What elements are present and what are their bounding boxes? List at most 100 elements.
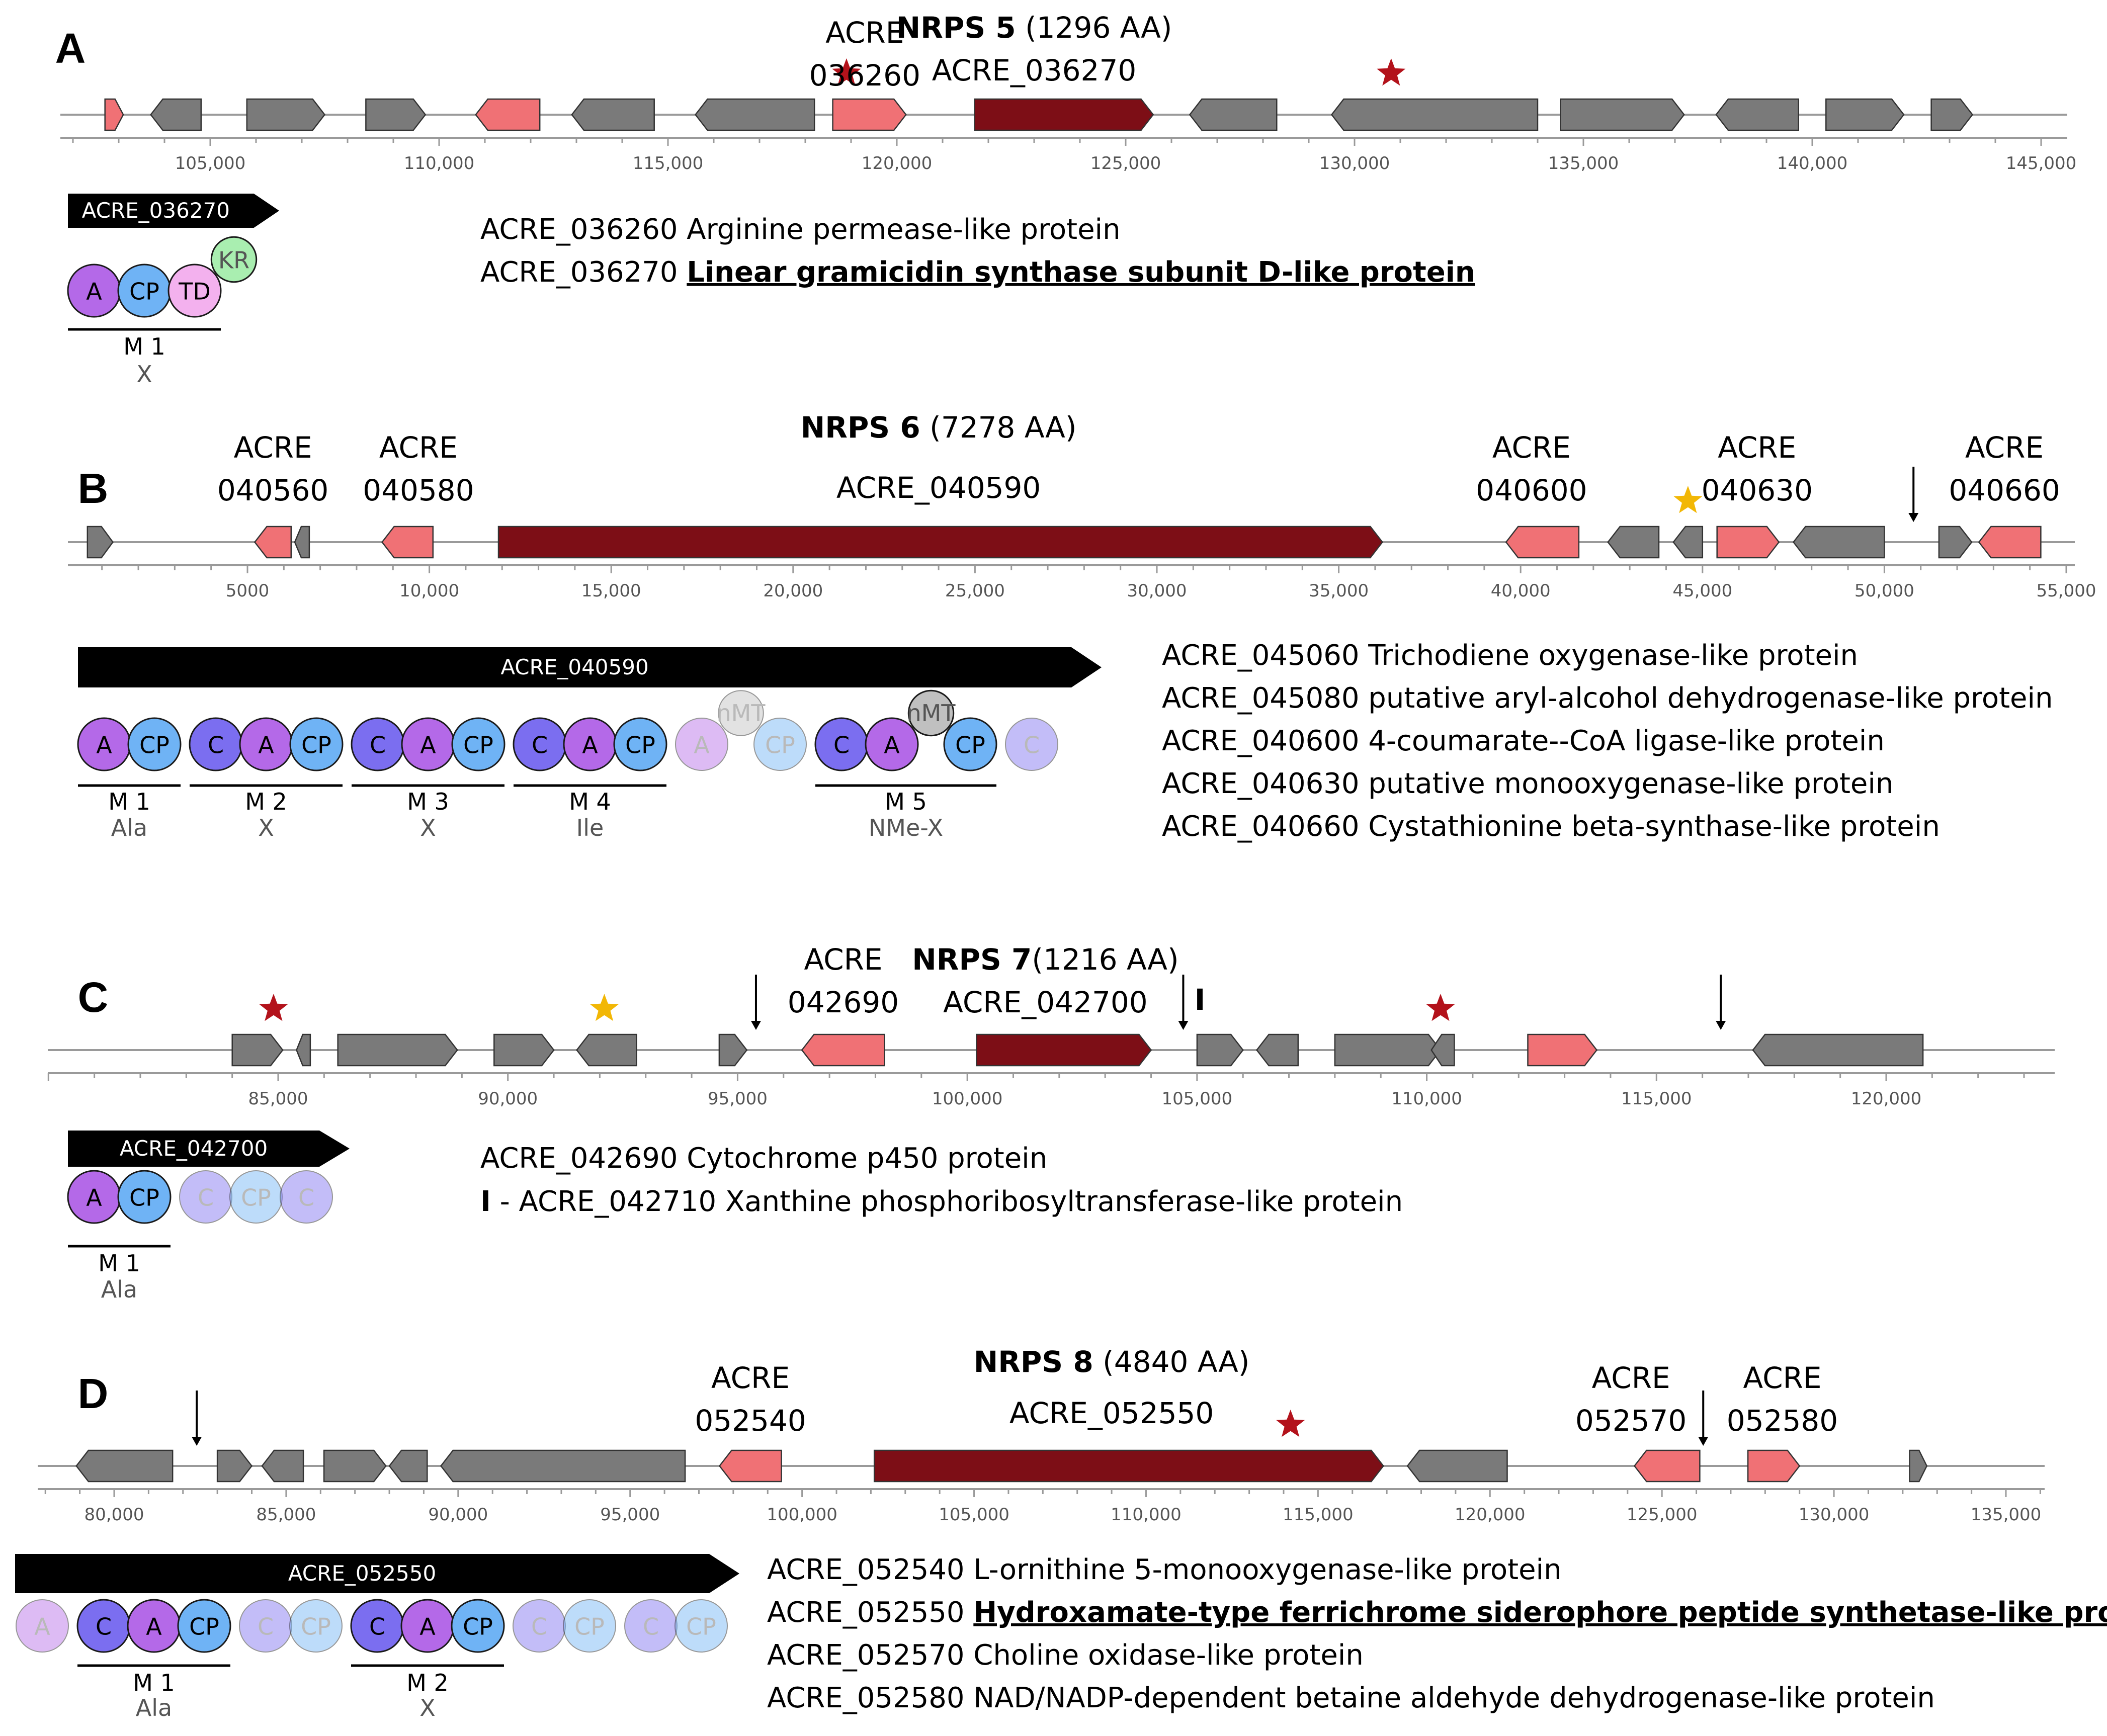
axis-tick-label: 115,000	[1283, 1505, 1354, 1525]
red-star-icon	[1377, 58, 1406, 86]
nrps-name: NRPS 7	[912, 942, 1032, 977]
domain-c: C	[280, 1170, 333, 1224]
domain-label: C	[369, 1613, 385, 1640]
domain-c: C	[350, 1599, 404, 1653]
gene	[440, 1449, 686, 1483]
module-name: M 3	[407, 788, 449, 815]
gene	[1330, 98, 1539, 131]
domain-circle	[907, 689, 955, 737]
domain-a: A	[865, 717, 919, 771]
axis-tick-label: 50,000	[1855, 581, 1914, 601]
axis-tick-label: 35,000	[1309, 581, 1369, 601]
domain-cp: CP	[451, 717, 505, 771]
gene-label-prefix: ACRE	[379, 430, 458, 465]
domain-cp: CP	[943, 717, 997, 771]
tailoring-gene	[1505, 526, 1580, 559]
axis-tick-label: 125,000	[1090, 153, 1161, 173]
down-arrow-head-icon	[1178, 1021, 1189, 1030]
gene-label-number: 040580	[363, 473, 474, 507]
domain-circle	[16, 1599, 69, 1653]
gene	[150, 98, 202, 131]
domain-a: A	[401, 717, 455, 771]
domain-label: C	[1024, 731, 1040, 758]
gene	[216, 1449, 253, 1483]
nrps-title: NRPS 7(1216 AA)	[912, 942, 1178, 977]
gene	[1189, 98, 1278, 131]
down-arrow-head-icon	[192, 1437, 202, 1446]
tailoring-gene	[1716, 526, 1780, 559]
axis-tick-label: 95,000	[600, 1505, 660, 1525]
domain-circle	[865, 717, 919, 771]
gene-label-number: 036260	[809, 58, 920, 93]
gene	[294, 526, 310, 559]
nrps-size: (1296 AA)	[1016, 11, 1172, 45]
domain-a: A	[239, 717, 293, 771]
tailoring-gene	[1747, 1449, 1801, 1483]
panel-letter: C	[78, 974, 109, 1021]
domain-cp: CP	[451, 1599, 505, 1653]
domain-label: CP	[189, 1613, 219, 1640]
axis-tick-label: 120,000	[862, 153, 933, 173]
gene	[1938, 526, 1973, 559]
description-text: ACRE_052540 L-ornithine 5-monooxygenase-…	[767, 1553, 1562, 1586]
domain-c: C	[189, 717, 243, 771]
gene-description: ACRE_042690 Cytochrome p450 protein	[480, 1142, 1047, 1175]
axis-tick-label: 105,000	[939, 1505, 1009, 1525]
gene-label-prefix: ACRE	[234, 430, 312, 465]
domain-kr: KR	[210, 236, 258, 283]
axis-tick-label: 85,000	[248, 1089, 308, 1109]
gene	[1607, 526, 1660, 559]
gene	[261, 1449, 304, 1483]
nrps-title: NRPS 8 (4840 AA)	[974, 1345, 1250, 1379]
red-star-icon	[1276, 1410, 1305, 1437]
domain-label: CP	[765, 731, 795, 758]
axis-tick-label: 90,000	[478, 1089, 538, 1109]
axis-tick-label: 25,000	[945, 581, 1005, 601]
gene-marker-label: I	[1195, 983, 1206, 1017]
description-text: ACRE_042690 Cytochrome p450 protein	[480, 1142, 1047, 1175]
domain-label: CP	[625, 731, 655, 758]
domain-label: CP	[955, 731, 985, 758]
domain-circle	[624, 1599, 678, 1653]
description-text: ACRE_040660 Cystathionine beta-synthase-…	[1162, 810, 1940, 843]
protein-bar-label: ACRE_040590	[500, 655, 648, 679]
domain-label: A	[34, 1613, 50, 1640]
description-text: ACRE_040630 putative monooxygenase-like …	[1162, 767, 1893, 800]
panel-letter: D	[78, 1370, 109, 1417]
gene	[296, 1033, 311, 1067]
gene	[1430, 1033, 1455, 1067]
domain-c: C	[76, 1599, 131, 1653]
domain-cp: CP	[753, 718, 807, 771]
domain-label: A	[86, 278, 102, 305]
gene	[1909, 1449, 1928, 1483]
domain-label: C	[531, 1613, 547, 1640]
domain-nmt: nMT	[717, 690, 766, 736]
tailoring-gene	[832, 98, 907, 131]
gene-label-number: 052540	[695, 1404, 806, 1438]
domain-c: C	[351, 717, 405, 771]
module-substrate: X	[420, 814, 436, 841]
domain-label: A	[694, 731, 710, 758]
description-highlight: Linear gramicidin synthase subunit D-lik…	[687, 256, 1475, 289]
domain-cp: CP	[613, 717, 667, 771]
domain-circle	[718, 690, 764, 736]
domain-circle	[753, 718, 807, 771]
nrps-gene	[976, 1033, 1152, 1067]
gene-label-number: 040660	[1949, 473, 2060, 507]
domain-label: CP	[129, 1184, 159, 1211]
domain-circle	[117, 1170, 172, 1224]
module-name: M 4	[569, 788, 611, 815]
domain-label: A	[420, 731, 436, 758]
axis-tick-label: 10,000	[399, 581, 459, 601]
gene	[571, 98, 655, 131]
module-substrate: Ala	[136, 1694, 172, 1721]
gene-label-number: 042690	[788, 985, 899, 1019]
gene	[493, 1033, 555, 1067]
gene	[323, 1449, 387, 1483]
domain-label: CP	[129, 278, 159, 305]
domain-label: C	[96, 1613, 112, 1640]
domain-label: C	[833, 731, 850, 758]
description-text: ACRE_045060 Trichodiene oxygenase-like p…	[1162, 639, 1858, 672]
